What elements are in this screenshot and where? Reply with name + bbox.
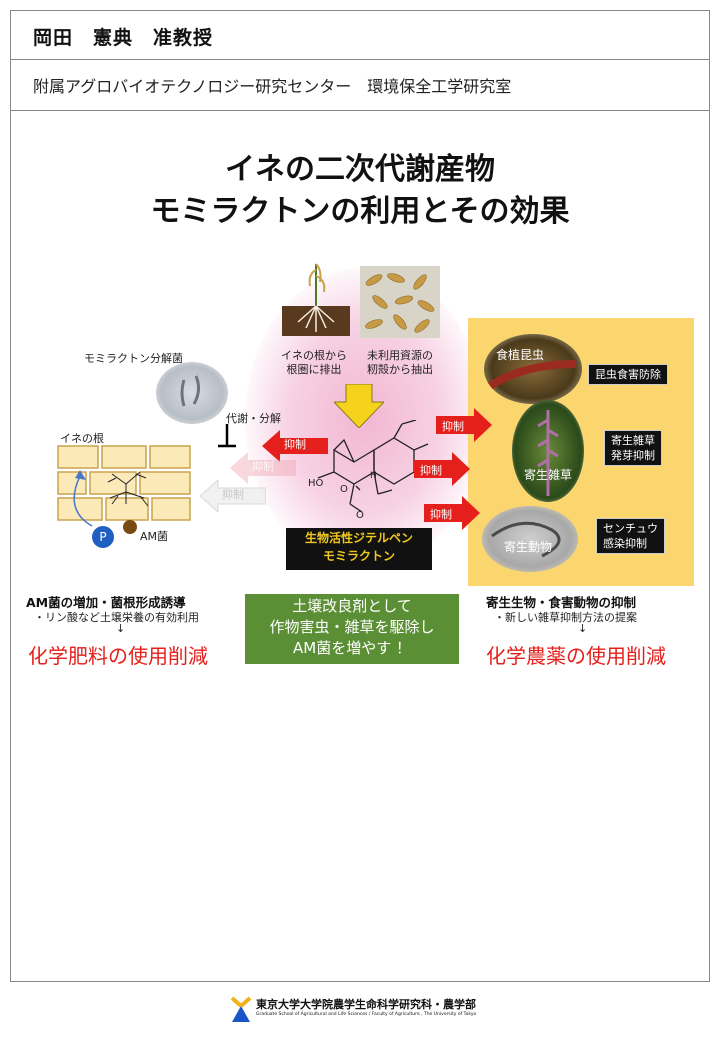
am-fungus-dot bbox=[123, 520, 137, 534]
herbivorous-insect-image bbox=[484, 334, 582, 404]
svg-text:O: O bbox=[340, 484, 348, 495]
left-summary-heading: AM菌の増加・菌根形成誘導 bbox=[26, 595, 186, 610]
phosphorus-circle: P bbox=[92, 526, 114, 548]
right-summary-sub: ・新しい雑草抑制方法の提案 bbox=[494, 611, 637, 624]
nematode-photo-label: 寄生動物 bbox=[504, 540, 553, 554]
nematode-control-tag: センチュウ 感染抑制 bbox=[596, 518, 665, 554]
footer-en: Graduate School of Agricultural and Life… bbox=[256, 1012, 477, 1017]
center-message-line2: 作物害虫・雑草を駆除し bbox=[269, 618, 435, 636]
svg-text:HO: HO bbox=[308, 478, 324, 489]
affiliation: 附属アグロバイオテクノロジー研究センター 環境保全工学研究室 bbox=[33, 77, 512, 96]
title-line-1: イネの二次代謝産物 bbox=[225, 152, 495, 187]
inhibit-arrow-right-3: 抑制 bbox=[424, 496, 480, 530]
rice-husk-image bbox=[360, 266, 440, 338]
page-frame: 岡田 憲典 准教授 附属アグロバイオテクノロジー研究センター 環境保全工学研究室 bbox=[10, 10, 710, 982]
insect-photo-label: 食植昆虫 bbox=[496, 348, 545, 362]
svg-text:O: O bbox=[356, 510, 364, 520]
root-label: イネの根 bbox=[60, 432, 104, 445]
left-summary-result: 化学肥料の使用削減 bbox=[28, 644, 208, 668]
inhibit-arrow-right-2: 抑制 bbox=[414, 452, 470, 486]
weed-control-tag: 寄生雑草 発芽抑制 bbox=[604, 430, 662, 466]
weed-photo-label: 寄生雑草 bbox=[524, 468, 573, 482]
title-line-2: モミラクトンの利用とその効果 bbox=[150, 194, 570, 229]
compound-label-box: 生物活性ジテルペン モミラクトン bbox=[286, 528, 432, 570]
professor-name: 岡田 憲典 准教授 bbox=[33, 27, 214, 49]
parasitic-weed-image bbox=[512, 400, 584, 502]
right-summary-result: 化学農薬の使用削減 bbox=[486, 644, 666, 668]
decomposer-label: モミラクトン分解菌 bbox=[84, 352, 183, 365]
right-summary-heading: 寄生生物・食害動物の抑制 bbox=[486, 595, 637, 610]
center-message-line1: 土壌改良剤として bbox=[292, 597, 412, 615]
uptake-arrow-icon bbox=[73, 470, 93, 527]
root-cell-diagram bbox=[57, 445, 191, 521]
decomposer-bacteria-image bbox=[156, 362, 228, 424]
header-row-affiliation bbox=[11, 60, 709, 111]
am-fungus-label: AM菌 bbox=[140, 530, 169, 543]
footer-jp: 東京大学大学院農学生命科学研究科・農学部 bbox=[256, 998, 476, 1011]
compound-label-line1: 生物活性ジテルペン bbox=[304, 531, 413, 545]
left-summary-sub: ・リン酸など土壌栄養の有効利用 bbox=[34, 611, 199, 624]
left-summary-arrow: ↓ bbox=[116, 622, 126, 635]
right-summary-arrow: ↓ bbox=[578, 622, 588, 635]
inhibit-arrow-right-1: 抑制 bbox=[436, 408, 492, 442]
inhibit-arrow-left-2: 抑制 bbox=[230, 452, 296, 484]
husk-caption: 未利用資源の 籾殻から抽出 bbox=[367, 349, 433, 376]
inhibit-bar-icon bbox=[218, 424, 236, 448]
svg-text:H: H bbox=[370, 471, 377, 481]
university-logo-icon bbox=[230, 996, 252, 1022]
compound-label-line2: モミラクトン bbox=[322, 549, 395, 563]
header-row-name bbox=[11, 11, 709, 60]
center-message-box: 土壌改良剤として 作物害虫・雑草を駆除し AM菌を増やす ！ bbox=[245, 594, 459, 664]
rice-plant-image bbox=[282, 263, 350, 336]
down-arrow-icon bbox=[334, 384, 384, 428]
metabolism-label: 代謝・分解 bbox=[226, 412, 281, 425]
nematode-image bbox=[482, 506, 578, 572]
insect-control-tag: 昆虫食害防除 bbox=[588, 364, 668, 385]
inhibit-arrow-left-1: 抑制 bbox=[262, 430, 328, 462]
center-message-line3: AM菌を増やす ！ bbox=[293, 639, 411, 657]
inhibit-arrow-left-3: 抑制 bbox=[199, 478, 267, 514]
root-caption: イネの根から 根圏に排出 bbox=[281, 349, 347, 376]
